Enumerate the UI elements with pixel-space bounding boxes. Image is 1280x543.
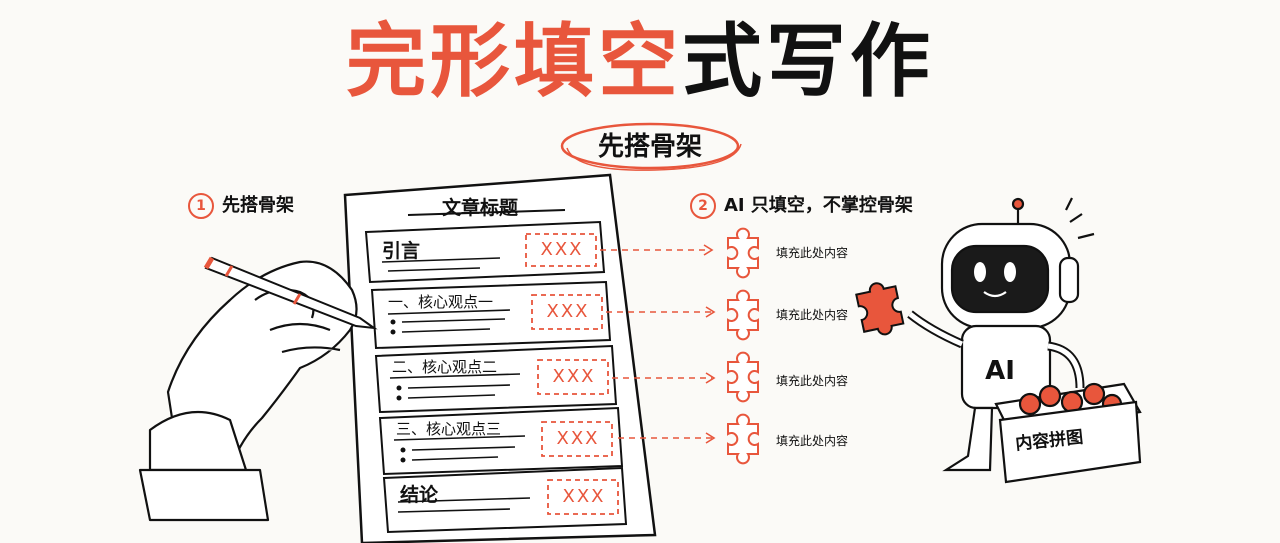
hand-icon	[138, 260, 358, 522]
placeholder-2: XXX	[552, 366, 596, 387]
section-conclusion-label: 结论	[400, 484, 439, 506]
page-title: 完形填空式写作	[0, 12, 1280, 112]
step-1-number: 1	[188, 193, 214, 219]
fill-label-4: 填充此处内容	[776, 434, 849, 448]
step-1: 1 先搭骨架	[188, 192, 294, 220]
subtitle: 先搭骨架	[597, 132, 702, 162]
document-title: 文章标题	[441, 197, 518, 219]
placeholder-boxes	[525, 233, 619, 515]
section-1-label: 一、核心观点一	[388, 293, 494, 311]
fill-label-2: 填充此处内容	[776, 308, 849, 322]
step-1-label: 先搭骨架	[222, 195, 294, 216]
fill-label-1: 填充此处内容	[776, 246, 849, 260]
pen-icon	[203, 256, 378, 330]
placeholder-intro: XXX	[540, 239, 584, 260]
section-boxes	[364, 220, 628, 534]
puzzle-piece-icon	[727, 227, 759, 465]
section-text-lines	[381, 257, 531, 513]
bullet-dots	[390, 319, 406, 463]
section-intro-label: 引言	[382, 240, 421, 262]
puzzle-box-icon	[994, 382, 1142, 484]
robot-chest-label: AI	[985, 356, 1015, 386]
title-highlight: 完形填空	[346, 15, 682, 108]
step-2-number: 2	[690, 193, 716, 219]
fill-label-3: 填充此处内容	[776, 374, 849, 388]
dashed-arrows	[600, 244, 716, 444]
title-rest: 式写作	[682, 15, 934, 108]
subtitle-ring-icon	[560, 122, 742, 171]
step-2: 2 AI 只填空，不掌控骨架	[690, 192, 913, 220]
placeholder-conclusion: XXX	[562, 486, 606, 507]
step-2-label: AI 只填空，不掌控骨架	[724, 195, 913, 216]
placeholder-1: XXX	[546, 301, 590, 322]
placeholder-3: XXX	[556, 428, 600, 449]
held-puzzle-piece-icon	[855, 282, 905, 336]
section-3-label: 三、核心观点三	[396, 420, 502, 438]
section-2-label: 二、核心观点二	[392, 358, 498, 376]
